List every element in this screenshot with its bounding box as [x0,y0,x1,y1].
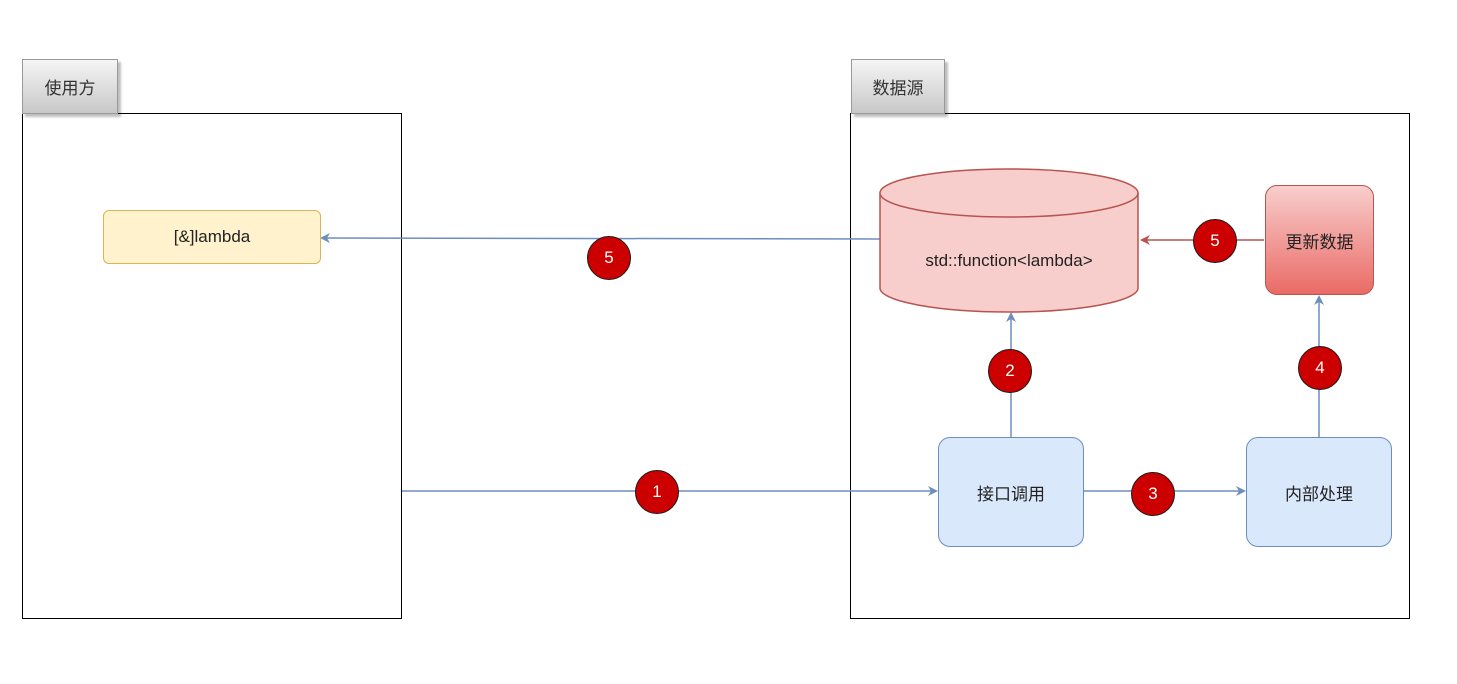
storage-cylinder [879,168,1139,313]
user-container [22,113,402,619]
step5-callback-badge: 5 [587,236,631,280]
internal-process-box: 内部处理 [1246,437,1392,547]
step5-update-badge: 5 [1193,219,1237,263]
step3-badge: 3 [1131,472,1175,516]
user-container-tab: 使用方 [22,59,118,114]
step1-badge: 1 [635,470,679,514]
step2-badge: 2 [988,349,1032,393]
storage-label: std::function<lambda> [925,251,1093,270]
lambda-box: [&]lambda [103,210,321,264]
step4-badge: 4 [1298,346,1342,390]
datasource-container-tab: 数据源 [851,59,945,114]
update-data-box: 更新数据 [1265,185,1374,295]
interface-call-box: 接口调用 [938,437,1084,547]
